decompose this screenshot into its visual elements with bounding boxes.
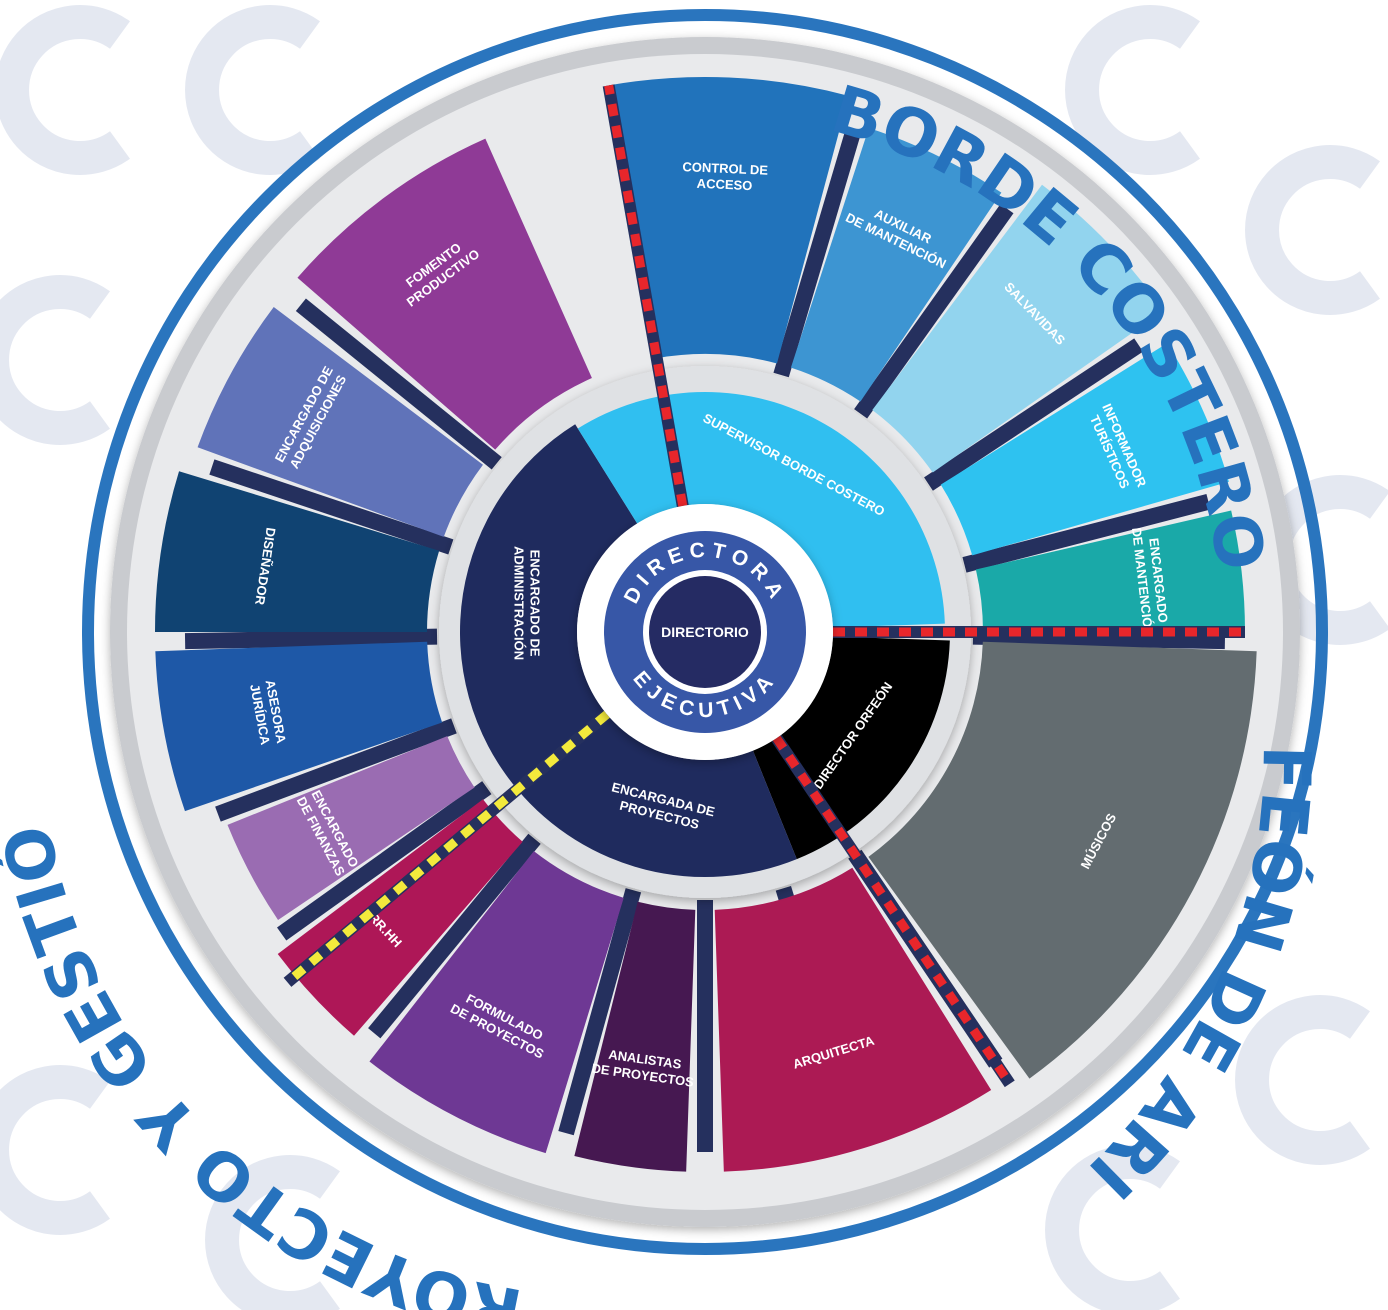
background-logo-mark [185,5,320,175]
connector-bar [854,204,1014,419]
unit-analistas-proyectos-segment [574,901,696,1172]
background-logo-mark [1235,995,1370,1165]
unit-encargado-adquisiciones-segment [197,307,483,537]
unit-encargado-administracion-segment [459,424,638,790]
unit-encargada-proyectos-segment [517,714,797,877]
unit-fomento-productivo-segment [297,138,592,450]
unit-rrhh-segment [277,799,523,1036]
dividers [283,84,1245,1088]
connector-bar [773,131,861,378]
connector-bar [558,888,642,1136]
unit-salvavidas-segment [872,184,1164,473]
connector-bar [277,781,492,941]
connector-bar [962,494,1211,573]
connector-bar [184,628,438,650]
background-logo-mark [0,1065,110,1235]
background-logo-mark [1045,1145,1180,1310]
unit-encargado-administracion-label: ENCARGADO DEADMINISTRACIÓN [511,546,542,660]
unit-control-acceso-label: CONTROL DEACCESO [681,159,768,194]
unit-control-acceso-segment [608,76,849,364]
area-divider-dash [772,735,1014,1087]
connector-bar [209,459,454,555]
unit-informador-turisticos-segment [940,343,1229,556]
unit-control-acceso-label-line: CONTROL DE [682,159,769,178]
background-logo-mark [0,5,130,175]
unit-director-orfeon-segment [752,636,950,860]
background-logo-mark [1245,145,1380,315]
area-divider-dash [604,84,688,507]
background-logo-mark [205,1155,340,1310]
unit-formulado-proyectos-segment [369,851,624,1154]
unit-encargado-administracion-label-line: ADMINISTRACIÓN [511,546,526,660]
unit-encargado-administracion-label-line: ENCARGADO DE [527,550,542,657]
unit-control-acceso-label-line: ACCESO [696,176,752,193]
connector-bar [295,298,502,470]
unit-disenador-segment [155,471,440,632]
connector-bar [368,833,541,1039]
area-divider-dash [284,710,610,986]
connector-bar [924,338,1144,491]
unit-auxiliar-mantencion-segment [790,127,1002,402]
hub-core-label: DIRECTORIO [661,624,749,640]
background-logo-mark [1065,5,1200,175]
outer-segments [155,76,1257,1172]
background-logo-mark [0,275,110,445]
hub-core [649,576,761,688]
outer-ring [82,9,1328,1255]
unit-arquitecta-segment [714,867,992,1172]
unit-asesora-juridica-segment [155,641,443,812]
unit-musicos-segment [868,641,1257,1079]
unit-encargado-finanzas-segment [227,736,475,920]
connector-bar [215,718,457,822]
unit-encargado-mantencion-segment [975,510,1245,632]
